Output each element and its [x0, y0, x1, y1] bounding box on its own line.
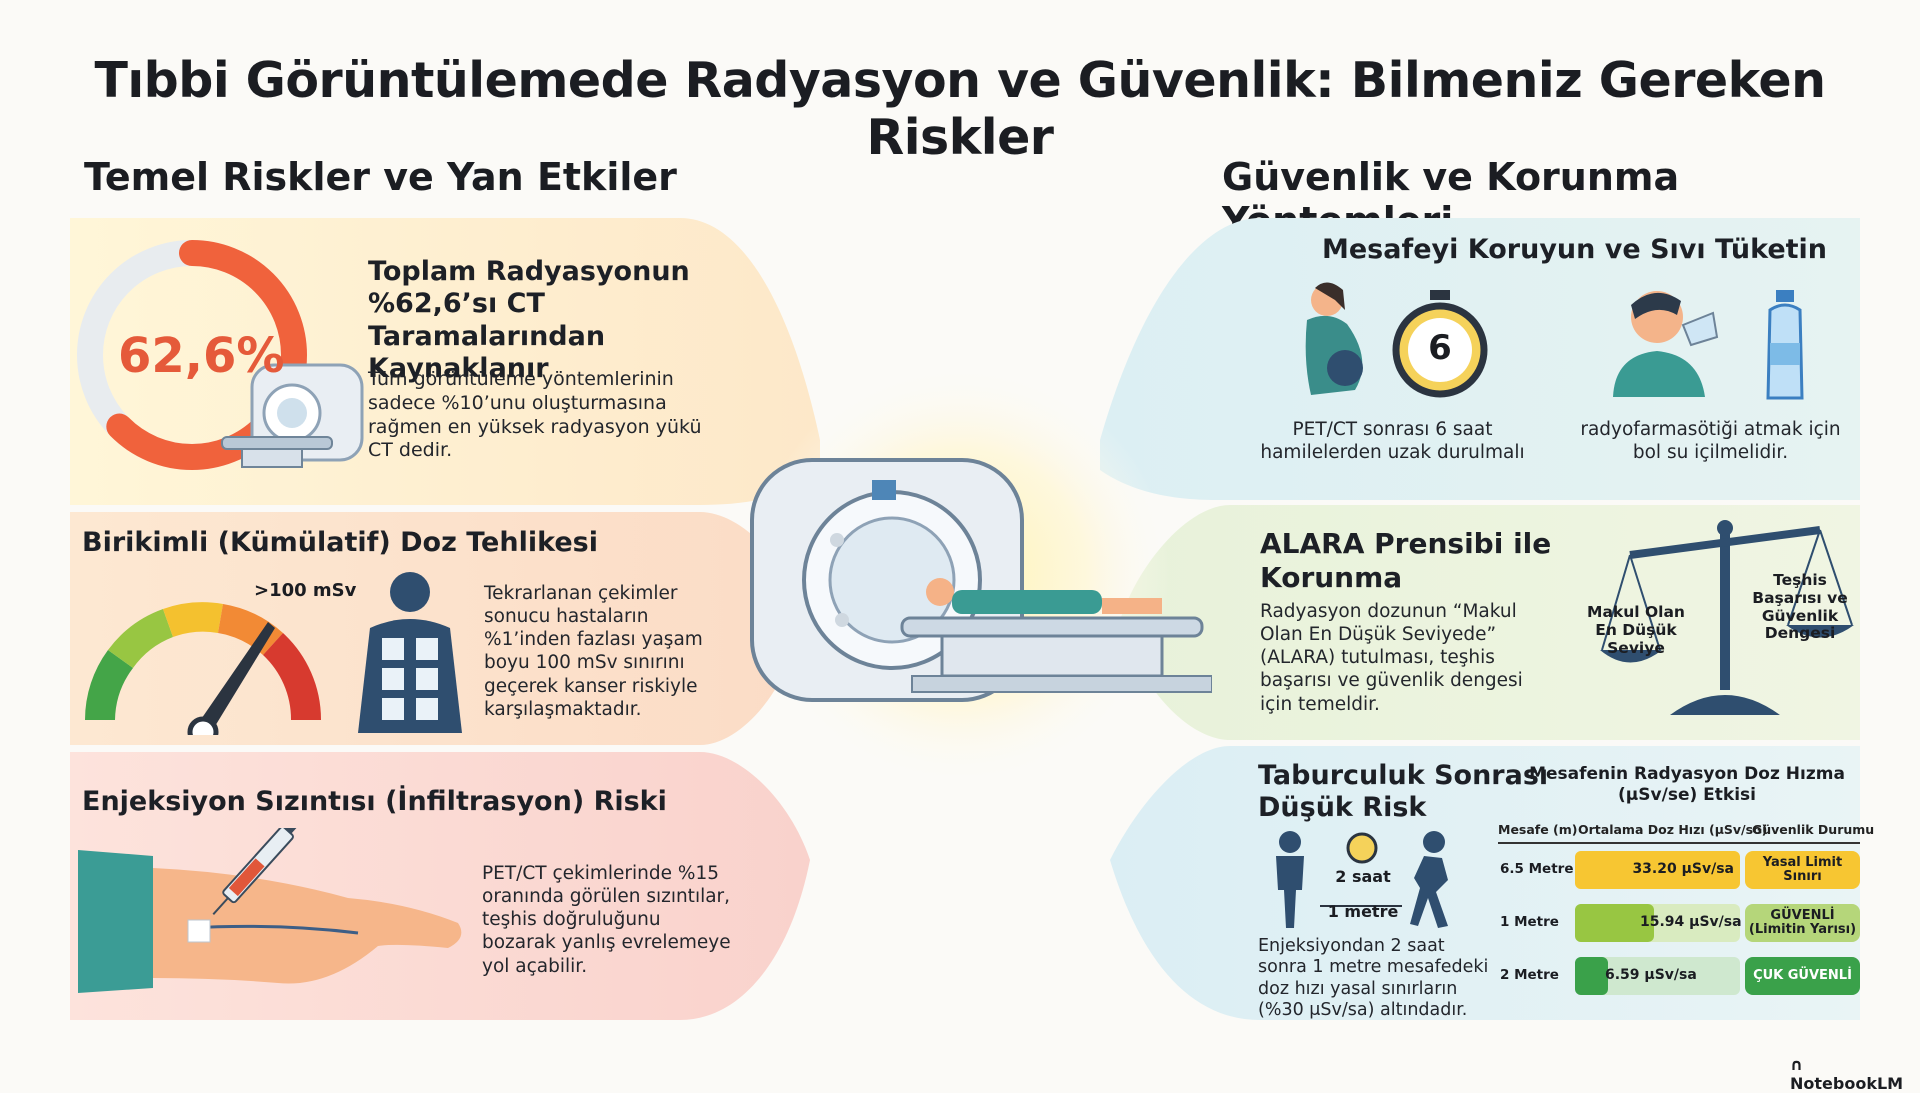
dose-bar — [1575, 957, 1608, 995]
distance-fluid-title: Mesafeyi Koruyun ve Sıvı Tüketin — [1322, 234, 1828, 265]
ct-scanner-illustration — [750, 458, 1212, 702]
brand-label: ∩ NotebookLM — [1790, 1055, 1904, 1093]
ct-scanner-icon — [221, 363, 364, 468]
ct-donut-chart — [77, 240, 364, 470]
alara-title: ALARA Prensibi ile Korunma — [1260, 527, 1552, 594]
alara-text: Radyasyon dozunun “Makul Olan En Düşük S… — [1260, 601, 1523, 715]
time-label: 2 saat — [1335, 867, 1391, 886]
row-distance: 2 Metre — [1500, 967, 1559, 983]
col-header-dose: Ortalama Doz Hızı (μSv/so) — [1578, 822, 1768, 837]
distance-label: 1 metre — [1327, 902, 1399, 921]
donut-arc — [77, 240, 307, 470]
col-header-distance: Mesafe (m) — [1498, 822, 1578, 837]
scale-right-label: Teşhis Başarısı ve Güvenlik Dengesi — [1752, 571, 1848, 643]
infiltration-title: Enjeksiyon Sızıntısı (İnfiltrasyon) Risk… — [82, 786, 667, 817]
table-header-rule — [1498, 842, 1860, 844]
safety-status-badge: GÜVENLİ (Limitin Yarısı) — [1745, 904, 1860, 942]
ct-share-title: Toplam Radyasyonun %62,6’sı CT Taramalar… — [368, 256, 690, 385]
page-title: Tıbbi Görüntülemede Radyasyon ve Güvenli… — [94, 52, 1826, 166]
body-xray-icon — [358, 572, 462, 733]
left-section-title: Temel Riskler ve Yan Etkiler — [84, 155, 677, 199]
dose-value-label: 6.59 μSv/sa — [1605, 967, 1697, 983]
row-distance: 1 Metre — [1500, 914, 1559, 930]
discharge-title: Taburculuk Sonrası Düşük Risk — [1258, 760, 1549, 824]
ct-share-text: Tüm görüntüleme yöntemlerinin sadece %10… — [368, 368, 702, 462]
person-drinking-icon — [1613, 291, 1719, 397]
arm-injection-icon — [78, 828, 462, 993]
cumulative-text: Tekrarlanan çekimler sonucu hastaların %… — [484, 583, 703, 720]
discharge-text: Enjeksiyondan 2 saat sonra 1 metre mesaf… — [1258, 936, 1489, 1021]
dose-value-label: 33.20 μSv/sa — [1632, 861, 1734, 877]
pregnant-woman-icon — [1305, 282, 1363, 395]
col-header-status: Güvenlik Durumu — [1752, 822, 1875, 837]
timer-value: 6 — [1428, 328, 1452, 368]
infiltration-text: PET/CT çekimlerinde %15 oranında görülen… — [482, 863, 731, 977]
distance-fluid-text-right: radyofarmasötiği atmak için bol su içilm… — [1580, 419, 1841, 464]
dose-bar — [1575, 851, 1740, 889]
distance-people-icon — [1276, 831, 1448, 928]
gauge-label: >100 mSv — [254, 580, 357, 601]
cumulative-title: Birikimli (Kümülatif) Doz Tehlikesi — [82, 527, 598, 558]
ct-percent-label: 62,6% — [118, 328, 285, 384]
dose-value-label: 15.94 μSv/sa — [1640, 914, 1742, 930]
row-distance: 6.5 Metre — [1500, 861, 1574, 877]
timer-icon — [1392, 290, 1488, 398]
safety-status-badge: Yasal Limit Sınırı — [1745, 851, 1860, 889]
dose-table-title: Mesafenin Radyasyon Doz Hızma (μSv/se) E… — [1529, 764, 1845, 806]
dose-bar — [1575, 904, 1655, 942]
distance-fluid-text-left: PET/CT sonrası 6 saat hamilelerden uzak … — [1260, 419, 1525, 464]
scale-left-label: Makul Olan En Düşük Seviye — [1587, 603, 1685, 657]
dose-gauge — [85, 602, 322, 735]
brand-icon: ∩ — [1790, 1055, 1803, 1074]
balance-scale-icon — [1600, 520, 1854, 715]
water-bottle-icon — [1766, 290, 1804, 400]
safety-status-badge: ÇUK GÜVENLİ — [1745, 957, 1860, 995]
